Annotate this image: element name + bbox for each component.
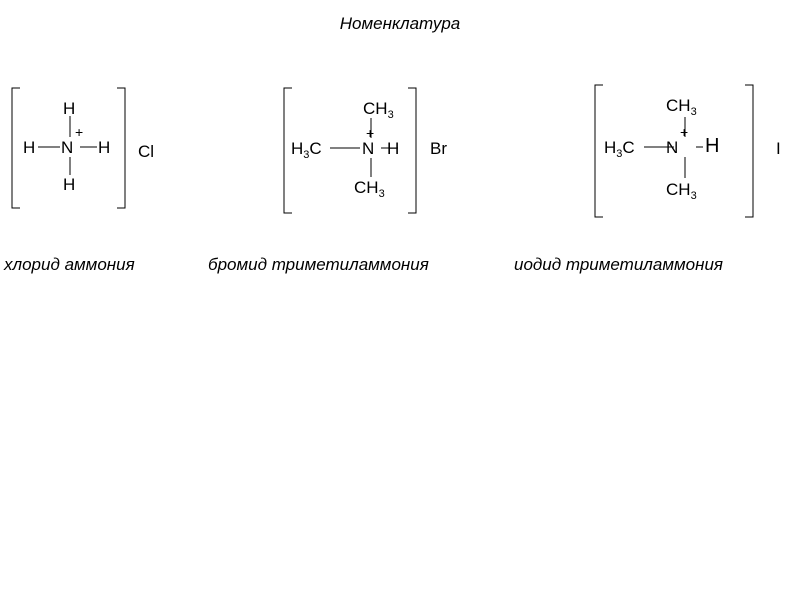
atom-1-h-top: H (63, 99, 75, 118)
charge-2: + (366, 125, 374, 141)
atom-1-h-right: H (98, 138, 110, 157)
anion-1: Cl (138, 142, 154, 161)
methyl-2-left: H3C (291, 139, 322, 161)
bracket-right-3 (745, 84, 754, 218)
charge-1: + (75, 124, 83, 140)
methyl-3-bottom: CH3 (666, 180, 697, 202)
caption-trimethylammonium-iodide: иодид триметиламмония (514, 255, 723, 274)
bracket-right-2 (408, 87, 417, 214)
caption-ammonium-chloride: хлорид аммония (4, 255, 135, 274)
atom-1-n: N (61, 138, 73, 157)
methyl-3-top: CH3 (666, 96, 697, 118)
page-title: Номенклатура (339, 14, 461, 33)
atom-2-h-right: H (387, 139, 399, 158)
caption-trimethylammonium-bromide: бромид триметиламмония (208, 255, 429, 274)
bracket-right-1 (117, 87, 126, 209)
methyl-2-bottom: CH3 (354, 178, 385, 200)
atom-3-h-right: H (705, 135, 719, 157)
anion-3: I (776, 139, 781, 158)
atom-2-n: N (362, 139, 374, 158)
bracket-left-2 (283, 87, 292, 214)
bracket-left-1 (11, 87, 20, 209)
anion-2: Br (430, 139, 447, 158)
charge-3: + (680, 124, 688, 140)
atom-1-h-bottom: H (63, 175, 75, 194)
atom-1-h-left: H (23, 138, 35, 157)
bracket-left-3 (594, 84, 603, 218)
methyl-2-top: CH3 (363, 99, 394, 121)
atom-3-n: N (666, 138, 678, 157)
methyl-3-left: H3C (604, 138, 635, 160)
